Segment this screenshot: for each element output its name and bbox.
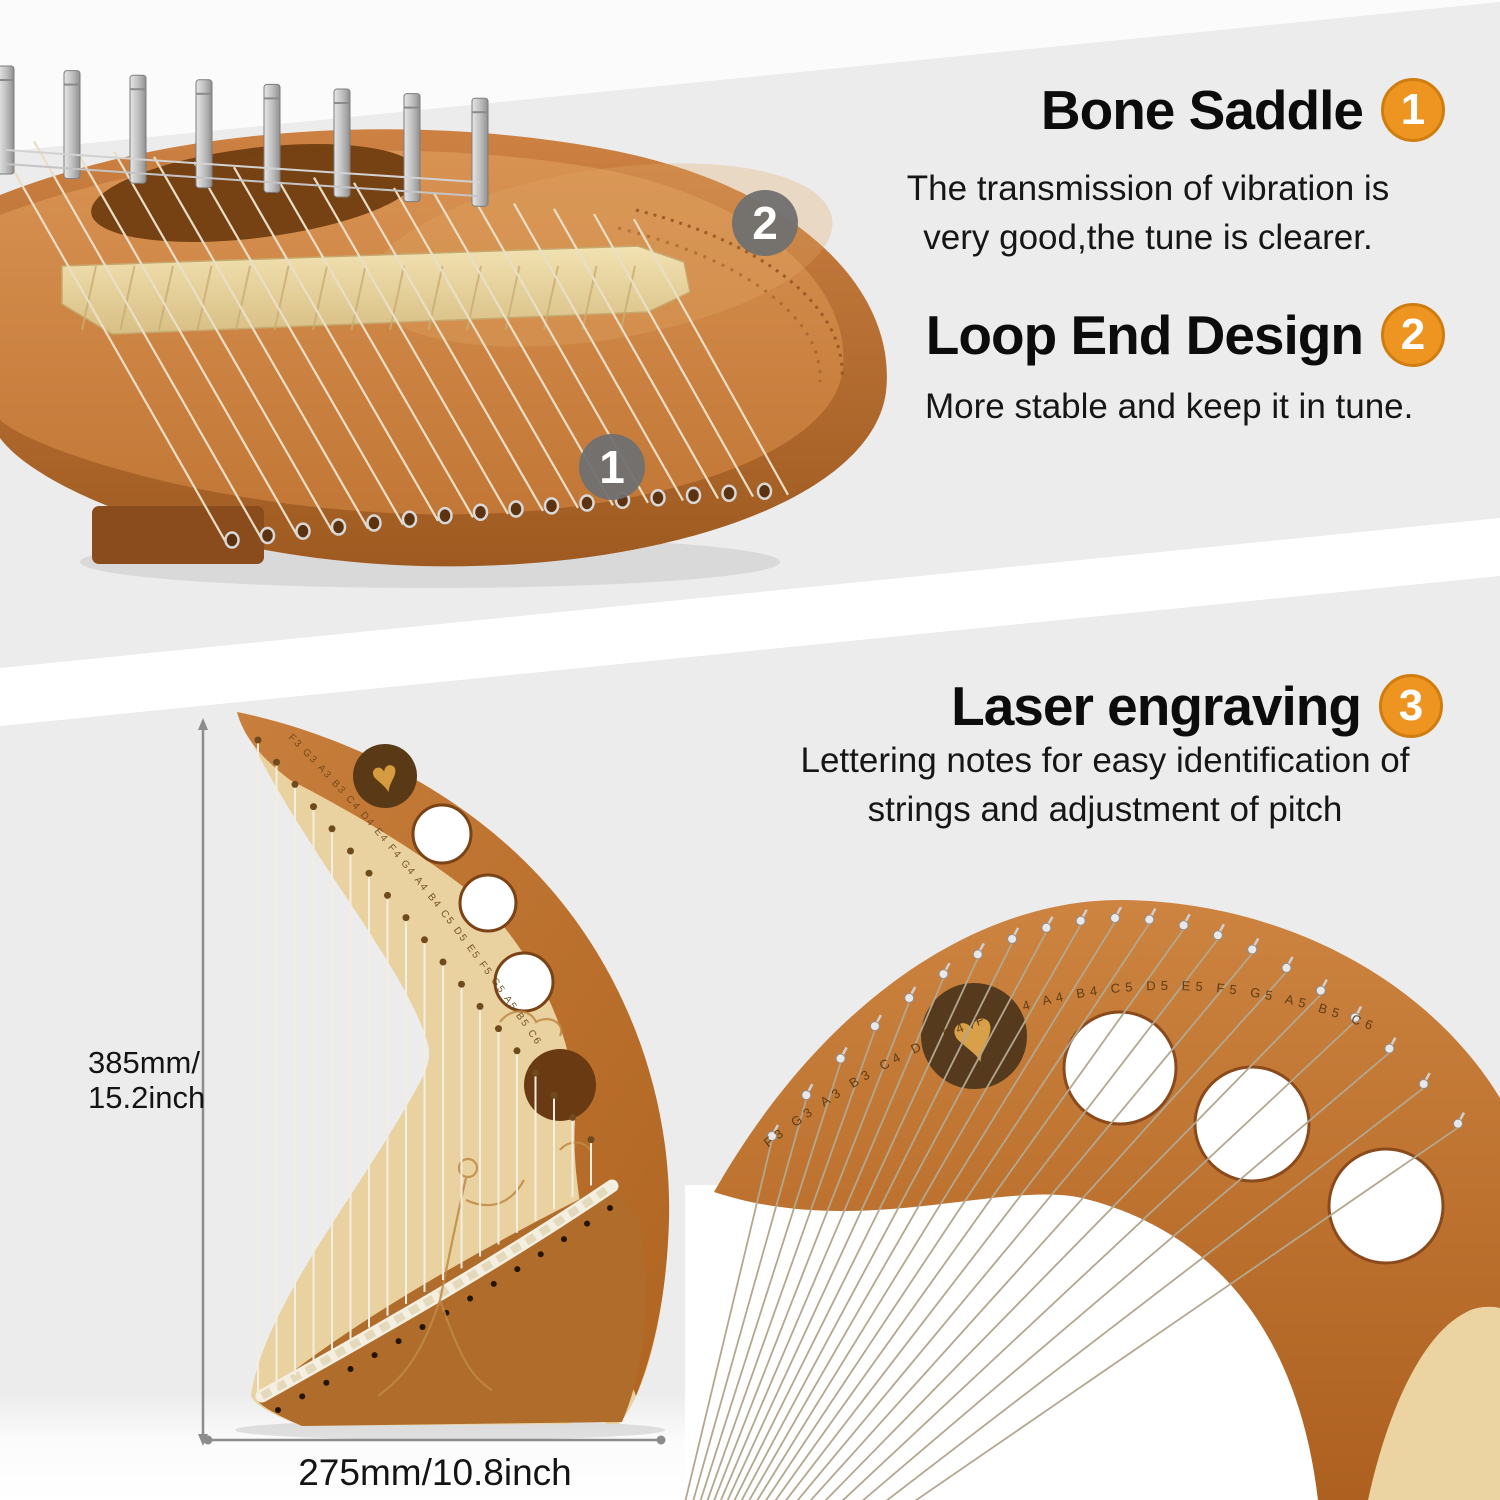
section-laser-heading: Laser engraving 3	[951, 674, 1443, 738]
loop-end-number-badge: 2	[1381, 303, 1445, 367]
strings-closeup	[684, 921, 1459, 1500]
closeup-hole-1	[1062, 1010, 1178, 1126]
lace-engraving-dots	[635, 208, 844, 379]
laser-engraving-title: Laser engraving	[951, 675, 1362, 737]
loop-end-photo-marker: 2	[732, 190, 798, 256]
laser-engraving-number-badge: 3	[1379, 674, 1443, 738]
height-dim-line-2: 15.2inch	[88, 1079, 206, 1115]
lady-engraving	[377, 1010, 591, 1397]
photo-harp-body-closeup	[0, 65, 887, 588]
tuning-pins	[0, 65, 489, 207]
loop-end-title: Loop End Design	[925, 304, 1364, 366]
loop-end-description: More stable and keep it in tune.	[925, 382, 1485, 431]
strings-standing-harp	[254, 736, 595, 1399]
dimension-lines	[198, 718, 666, 1446]
loop-end-desc-line-1: More stable and keep it in tune.	[925, 387, 1414, 426]
loop-end-eyelets	[224, 482, 773, 549]
bone-saddle-desc-line-1: The transmission of vibration is	[906, 169, 1390, 208]
height-dimension-label: 385mm/ 15.2inch	[88, 1045, 206, 1115]
diagonal-divider	[0, 518, 1500, 726]
bone-saddle-title: Bone Saddle	[1040, 79, 1364, 141]
laser-engraving-description: Lettering notes for easy identification …	[800, 736, 1410, 834]
bone-saddle-number-badge: 1	[1381, 78, 1445, 142]
top-white-wedge	[0, 0, 1500, 152]
width-dimension-label: 275mm/10.8inch	[298, 1452, 572, 1493]
bone-saddle-description: The transmission of vibration is very go…	[848, 164, 1448, 262]
harp-dark-base	[258, 1184, 646, 1426]
closeup-hole-3	[1327, 1147, 1445, 1265]
laser-desc-line-2: strings and adjustment of pitch	[867, 790, 1343, 829]
sound-hole-small-1	[411, 803, 473, 865]
laser-desc-line-1: Lettering notes for easy identification …	[800, 741, 1410, 780]
main-sound-hole	[524, 1049, 596, 1121]
photo-arch-closeup: ♥ F3 G3 A3 B3 C4 D4 E4 F4 G4 A4 B4 C5 D5…	[684, 899, 1500, 1500]
heart-inlay-circle	[353, 744, 417, 808]
string-anchor-dots	[275, 1205, 613, 1413]
section-loop-end-heading: Loop End Design 2	[926, 303, 1445, 367]
section-bone-saddle-heading: Bone Saddle 1	[1041, 78, 1445, 142]
blonde-corner	[1368, 1306, 1500, 1500]
photo-standing-harp: ♥ F3 G3 A3 B3 C4 D4 E4 F4 G4 A4 B4 C5 D5…	[235, 712, 670, 1440]
bass-plinth	[92, 506, 264, 564]
height-dim-line-1: 385mm/	[88, 1045, 200, 1080]
arch-band	[714, 899, 1500, 1500]
bone-saddle-desc-line-2: very good,the tune is clearer.	[923, 218, 1373, 257]
bone-saddle-photo-marker: 1	[579, 434, 645, 500]
loop-hitch-pins	[767, 906, 1466, 1141]
closeup-hole-2	[1193, 1065, 1311, 1183]
saddle-facets	[81, 265, 636, 331]
sound-hole-small-2	[458, 873, 518, 933]
